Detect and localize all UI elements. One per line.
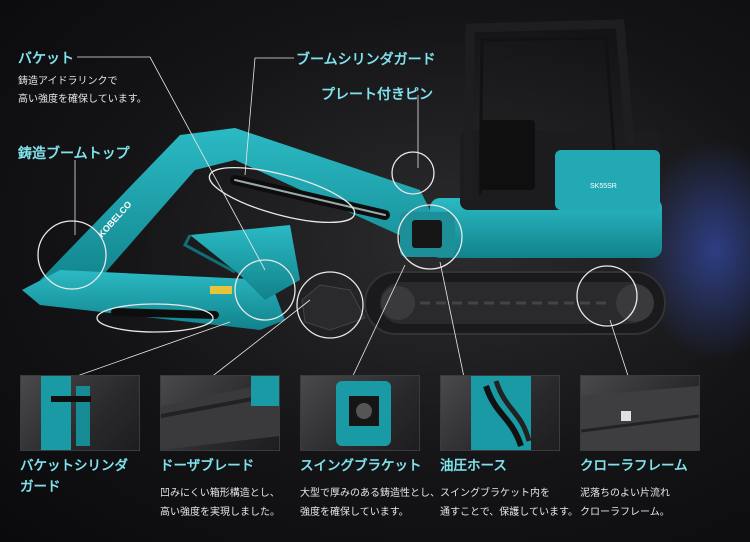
feature-desc-crawler-frame: 泥落ちのよい片流れ クローラフレーム。	[580, 488, 670, 518]
crawler-frame-photo	[580, 375, 700, 451]
feature-title-swing-bracket: スイングブラケット	[300, 458, 422, 474]
callout-circles	[37, 151, 638, 339]
boom: KOBELCO	[40, 128, 440, 290]
swing-bracket	[400, 212, 455, 257]
bucket-cylinder-guard-photo	[20, 375, 140, 451]
feature-desc-dozer-blade: 凹みにくい箱形構造とし、 高い強度を実現しました。	[160, 488, 280, 518]
callout-bucket-line-1: 鋳造アイドラリンクで	[18, 76, 118, 87]
bucket	[183, 225, 300, 300]
callout-plate-pin-title: プレート付きピン	[321, 87, 433, 103]
feature-title-dozer-blade: ドーザブレード	[160, 458, 255, 474]
feature-title-crawler-frame: クローラフレーム	[580, 458, 688, 474]
feature-desc-hydraulic-hose: スイングブラケット内を 通すことで、保護しています。	[440, 488, 578, 518]
feature-desc-swing-bracket: 大型で厚みのある鋳造性とし、 強度を確保しています。	[300, 488, 440, 518]
dozer-blade	[301, 284, 366, 331]
upper-structure: SK55SR	[430, 19, 662, 258]
leader-lines	[59, 56, 631, 383]
crawler-track	[364, 271, 666, 335]
callout-cast-boom-top-title: 鋳造ブームトップ	[18, 146, 130, 162]
hydraulic-hose-photo	[440, 375, 560, 451]
swing-bracket-photo	[300, 375, 420, 451]
model-label: SK55SR	[590, 183, 617, 190]
callout-bucket-title: バケット	[18, 51, 74, 67]
dozer-blade-photo	[160, 375, 280, 451]
callout-bucket-line-2: 高い強度を確保しています。	[18, 94, 147, 105]
callout-boom-cylinder-guard-title: ブームシリンダガード	[296, 52, 436, 68]
feature-title-hydraulic-hose: 油圧ホース	[440, 458, 507, 474]
feature-title-bucket-cylinder-guard: バケットシリンダ ガード	[20, 458, 128, 495]
